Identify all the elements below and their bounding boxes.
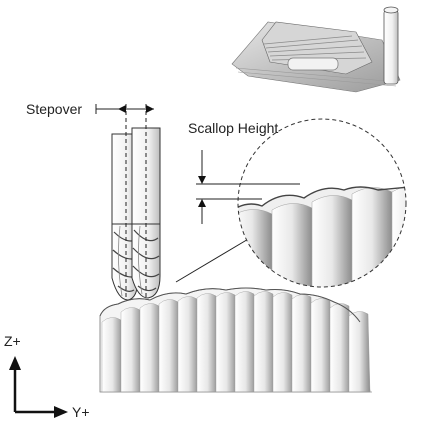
- part-preview-thumbnail: [231, 6, 401, 93]
- scallop-ridge-strip: [310, 298, 333, 393]
- scallop-ridge-strip: [291, 294, 314, 393]
- scallop-ridge-strip: [348, 311, 371, 393]
- y-axis-label: Y+: [72, 404, 90, 420]
- zoomed-scallop-strip: [351, 187, 393, 287]
- thumbnail-tool-icon: [383, 9, 399, 85]
- scallop-ridge-strip: [177, 296, 200, 393]
- stepover-dimension: Stepover: [26, 101, 154, 298]
- magnified-scallop-detail: [237, 118, 407, 288]
- stepover-label: Stepover: [26, 101, 82, 117]
- scallop-ridge-strip: [120, 307, 143, 393]
- scallop-ridge-strip: [215, 292, 238, 393]
- z-axis-arrow-icon: [9, 356, 21, 370]
- scallop-ridge-strip: [234, 291, 257, 393]
- scallop-ridge-strip: [253, 291, 276, 393]
- zoomed-scallop-strip: [311, 195, 353, 287]
- axis-indicator: Z+ Y+: [4, 333, 90, 420]
- y-axis-arrow-icon: [54, 406, 68, 418]
- zoom-leader-lines: [175, 237, 251, 283]
- scallop-ridge-strip: [272, 292, 295, 393]
- milled-surface: [99, 287, 372, 393]
- scallop-height-dimension: Scallop Height: [188, 120, 300, 224]
- scallop-ridge-strip: [101, 317, 124, 393]
- zoomed-scallop-strip: [238, 209, 273, 287]
- zoomed-scallop-strip: [391, 185, 406, 287]
- scallop-ridge-strip: [196, 293, 219, 393]
- scallop-ridge-strip: [139, 303, 162, 393]
- scallop-ridge-strip: [329, 303, 352, 393]
- z-axis-label: Z+: [4, 333, 21, 349]
- scallop-height-label: Scallop Height: [188, 120, 278, 136]
- scallop-ridge-strip: [158, 299, 181, 393]
